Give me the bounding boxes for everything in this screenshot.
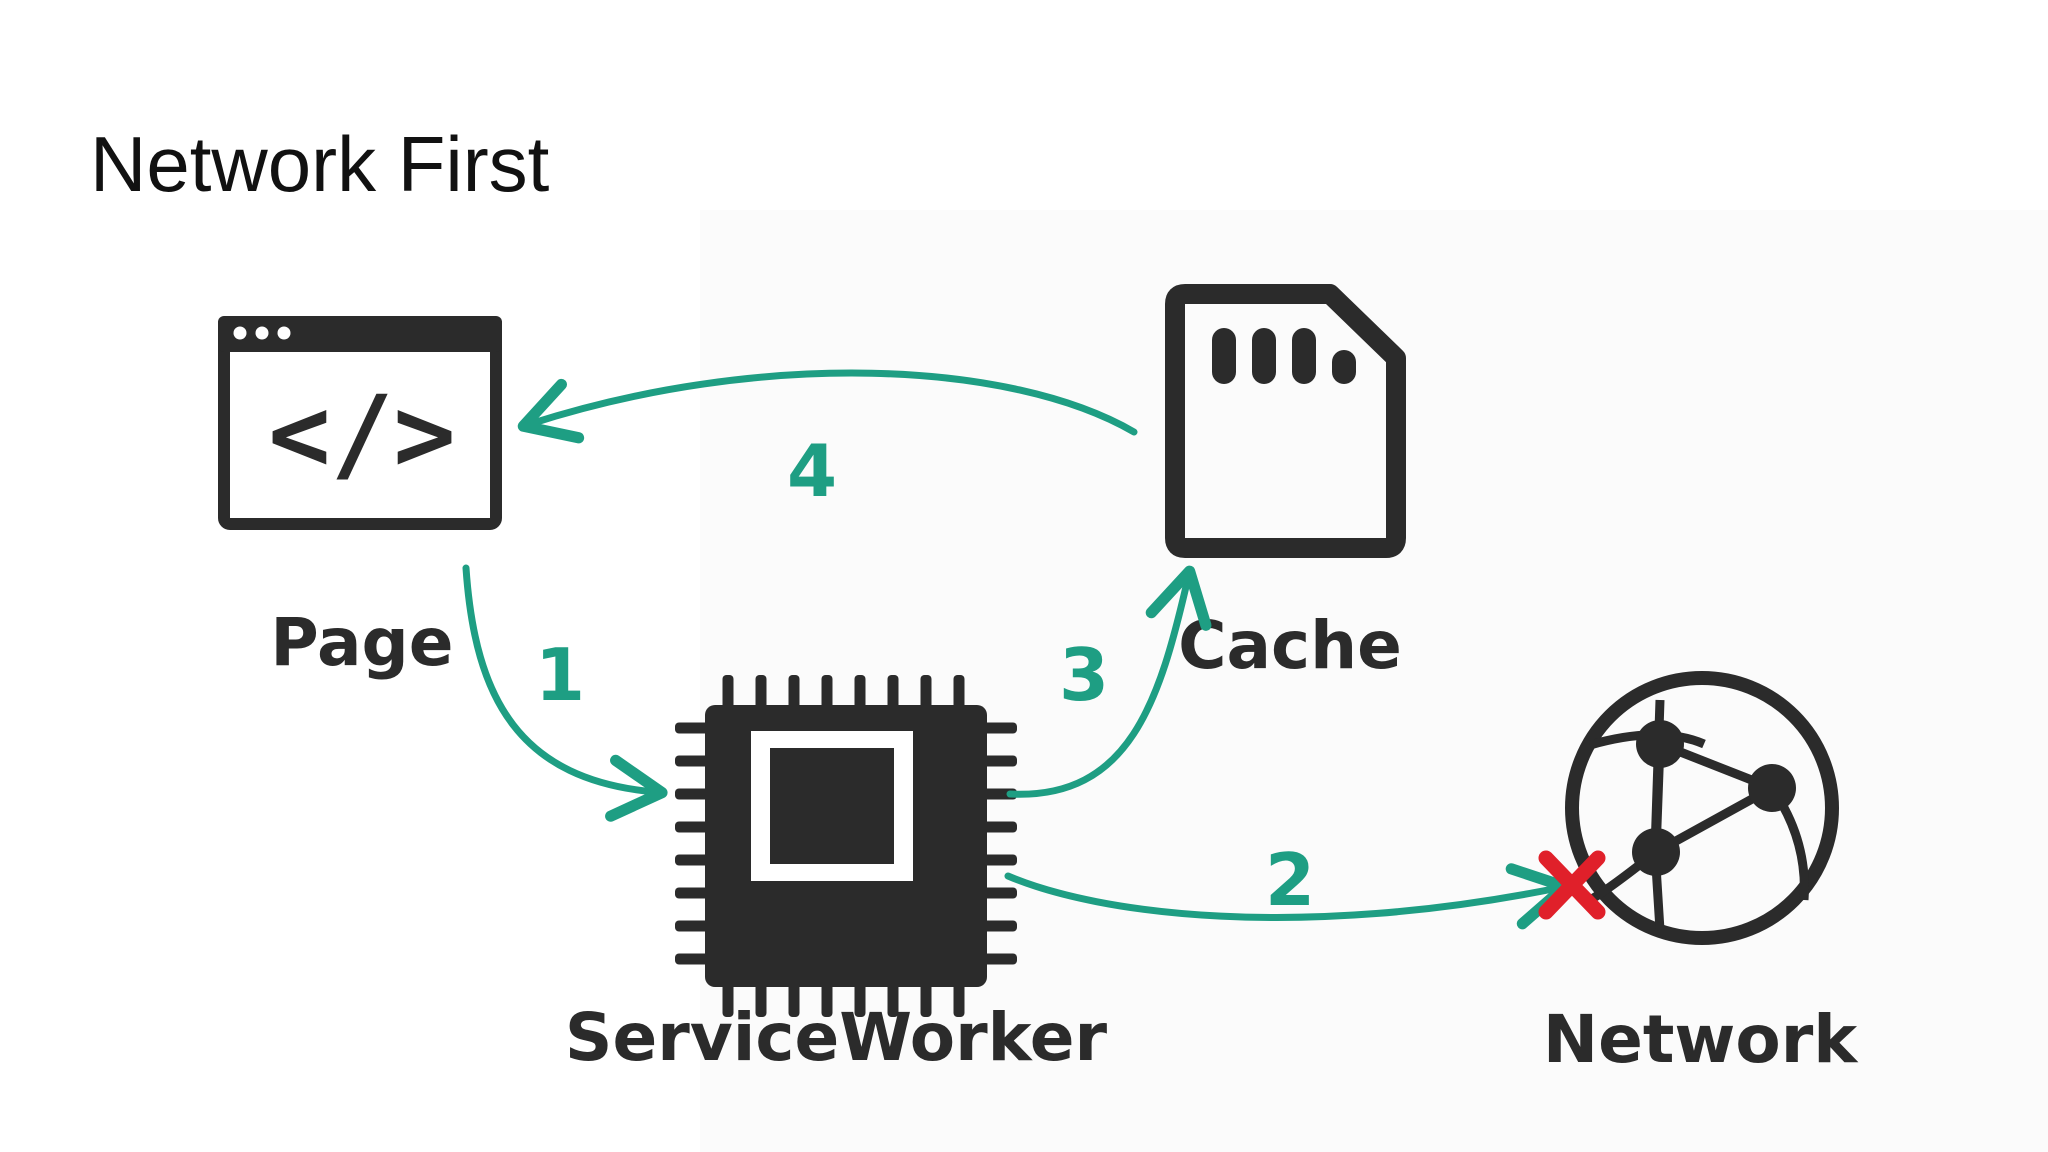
chip-pin <box>981 821 1017 833</box>
chip-pin <box>821 675 833 711</box>
code-glyph: </> <box>268 373 456 495</box>
chip-pin <box>675 887 711 899</box>
page-label: Page <box>270 604 453 681</box>
slide-title: Network First <box>90 120 550 208</box>
step-label-2: 2 <box>1265 838 1315 922</box>
chip-pin <box>981 722 1017 734</box>
chip-pin <box>920 675 932 711</box>
sd-card-icon <box>1165 284 1406 558</box>
chip-pin <box>675 788 711 800</box>
globe-network-icon <box>1565 671 1839 945</box>
arrow-step-2 <box>1004 863 1571 930</box>
chip-pin <box>981 920 1017 932</box>
chip-pin <box>722 981 734 1017</box>
chip-pin <box>981 755 1017 767</box>
chip-pin <box>675 821 711 833</box>
chip-pin <box>755 675 767 711</box>
chip-pin <box>887 981 899 1017</box>
chip-pin <box>920 981 932 1017</box>
chip-pin <box>788 675 800 711</box>
step-label-4: 4 <box>787 429 837 513</box>
chip-pin <box>788 981 800 1017</box>
service-worker-label: ServiceWorker <box>565 999 1108 1076</box>
chip-pin <box>854 981 866 1017</box>
chip-pin <box>755 981 767 1017</box>
arrow-step-1 <box>462 564 668 822</box>
chip-icon <box>675 675 1017 1017</box>
chip-pin <box>953 675 965 711</box>
chip-pin <box>675 920 711 932</box>
chip-pin <box>981 854 1017 866</box>
chip-pin <box>981 887 1017 899</box>
step-label-1: 1 <box>535 633 585 717</box>
browser-code-icon: </> <box>218 316 502 530</box>
arrow-step-4 <box>517 369 1138 444</box>
chip-pin <box>675 854 711 866</box>
arrow-step-3 <box>1006 565 1212 798</box>
chip-pin <box>675 953 711 965</box>
chip-pin <box>821 981 833 1017</box>
cache-label: Cache <box>1178 607 1402 684</box>
chip-pin <box>887 675 899 711</box>
chip-pin <box>722 675 734 711</box>
network-label: Network <box>1543 1001 1859 1078</box>
chip-pin <box>854 675 866 711</box>
chip-pin <box>981 953 1017 965</box>
chip-pin <box>953 981 965 1017</box>
failure-x-icon <box>1538 850 1606 920</box>
chip-pin <box>675 722 711 734</box>
step-label-3: 3 <box>1059 633 1109 717</box>
chip-pin <box>675 755 711 767</box>
